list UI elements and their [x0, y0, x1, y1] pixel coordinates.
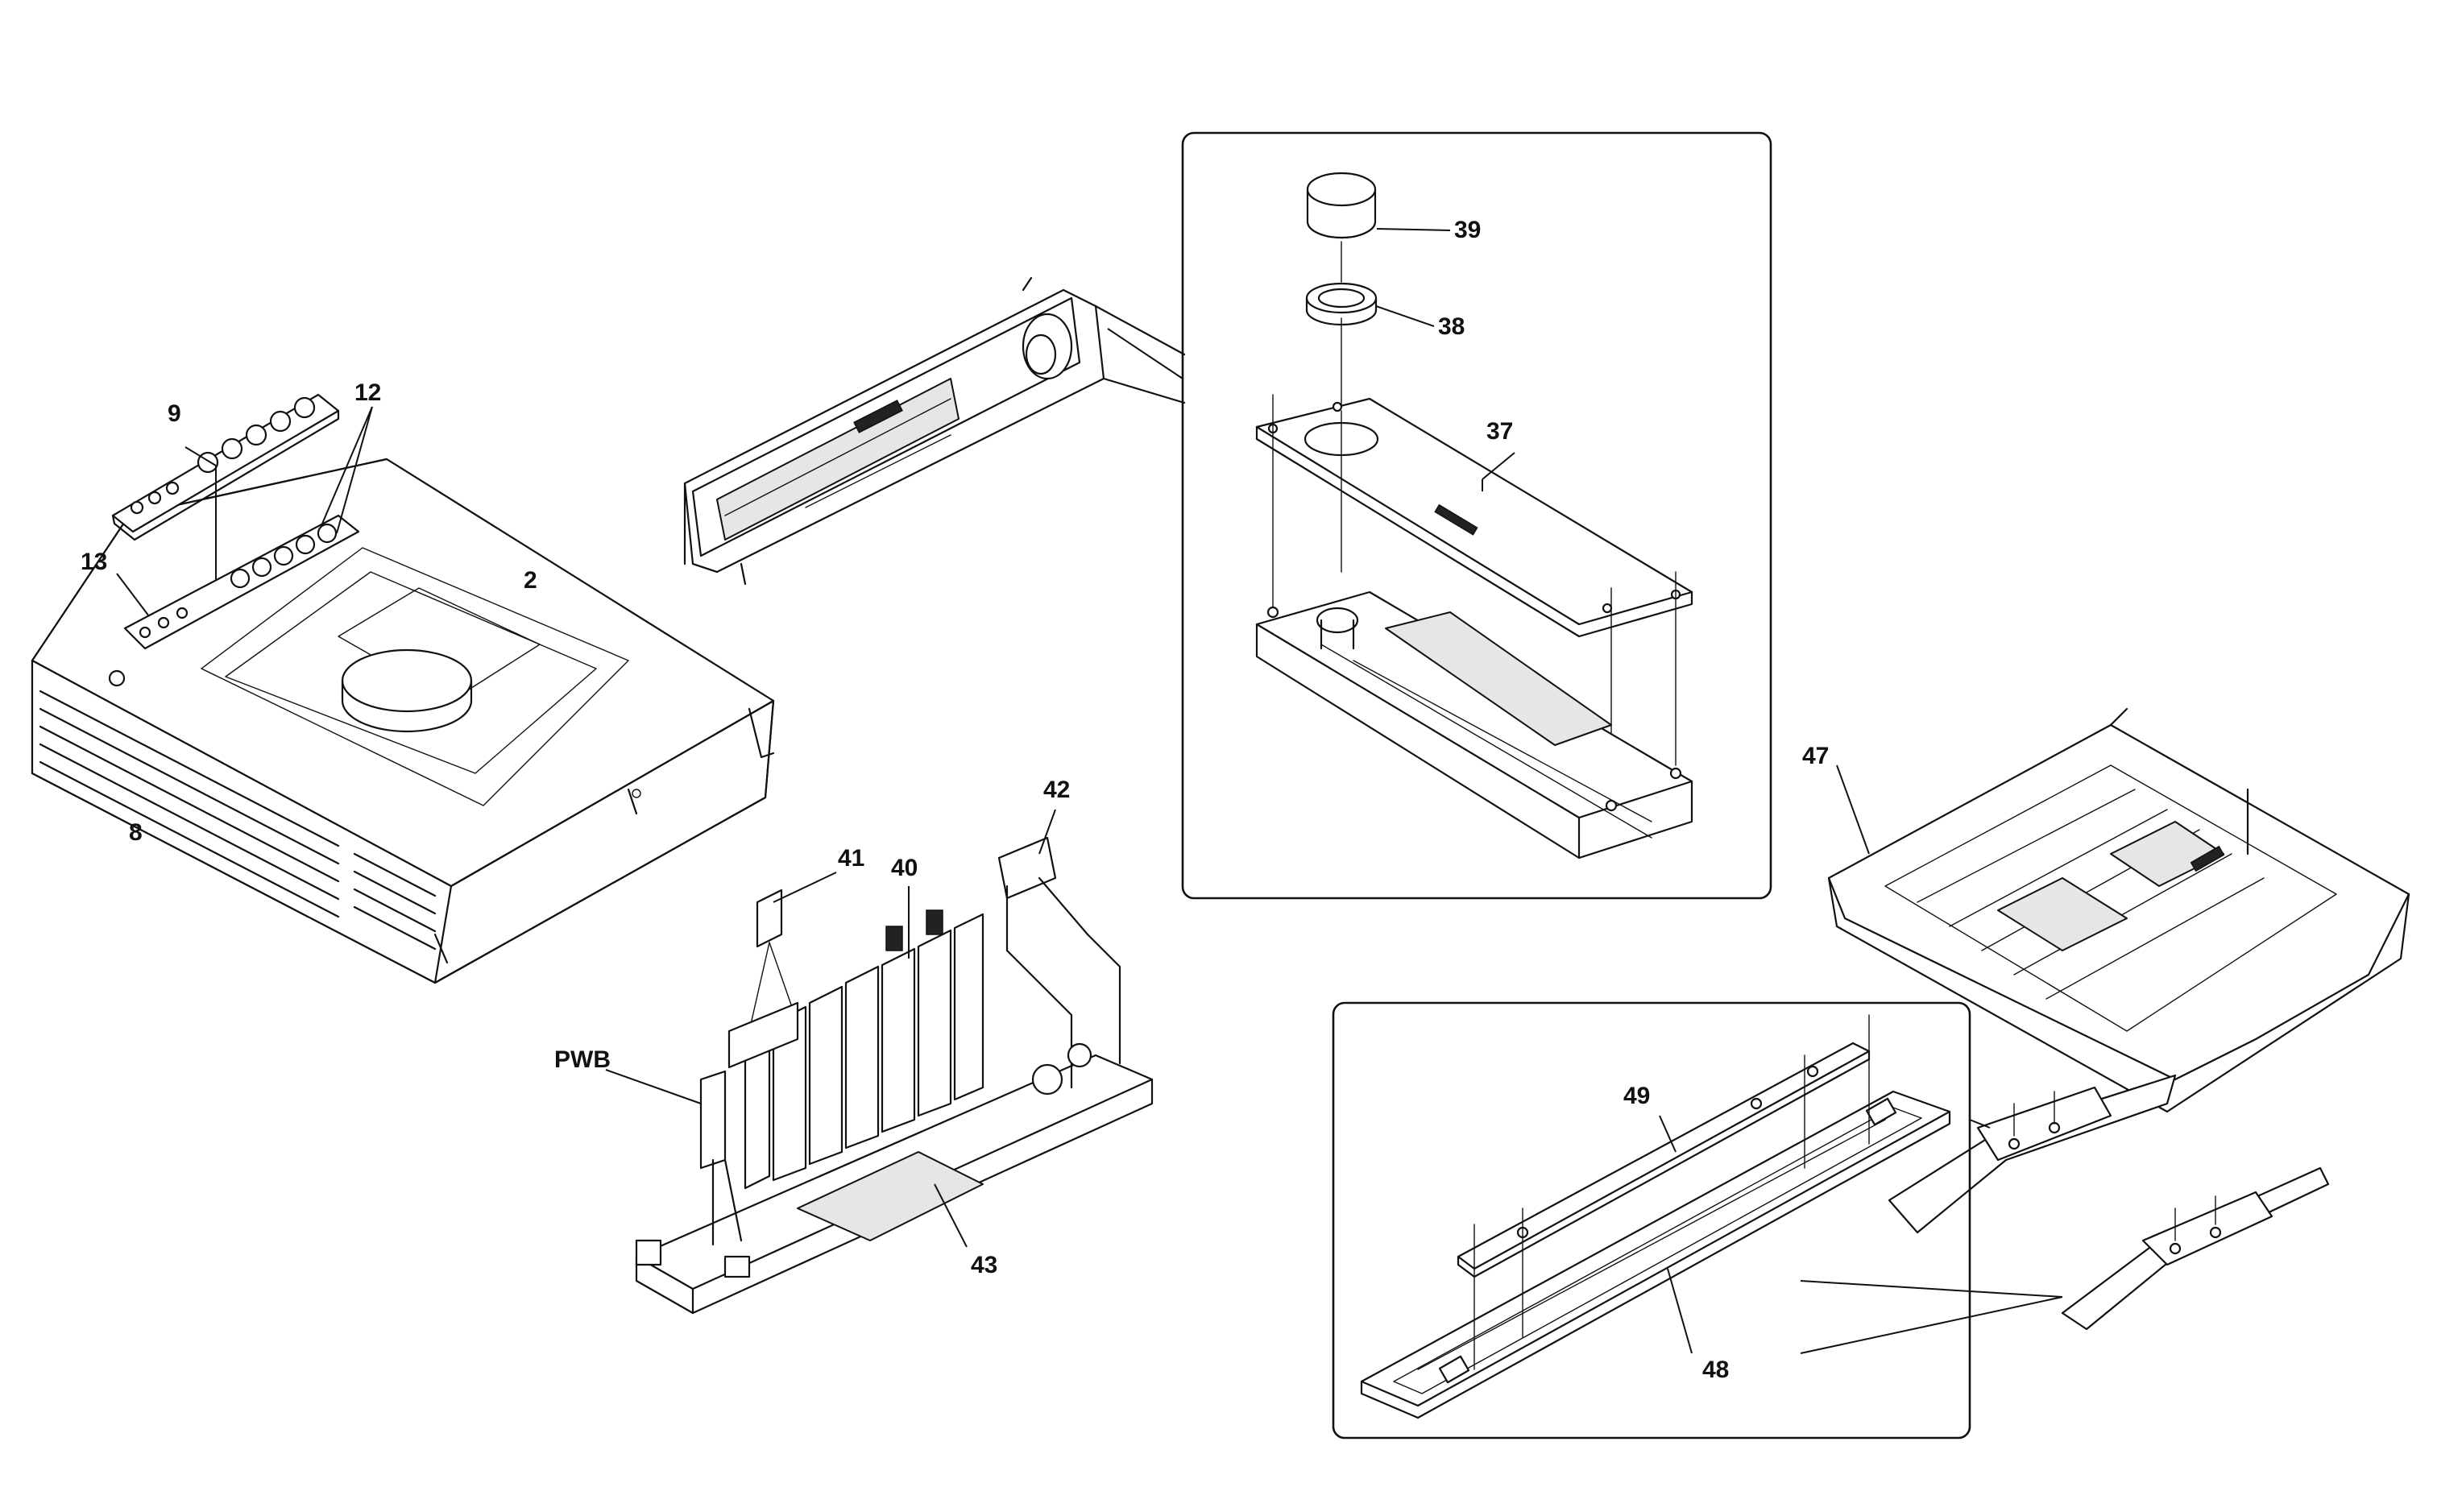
callout-37: 37 — [1486, 418, 1513, 445]
callout-47: 47 — [1802, 743, 1829, 769]
callout-48: 48 — [1702, 1357, 1729, 1383]
side-frame-upper — [1888, 1074, 2177, 1234]
leader-lines — [116, 228, 2063, 1354]
callout-2: 2 — [524, 567, 537, 594]
callout-labels: 2 8 9 12 13 39 38 37 41 40 42 43 PWB 47 … — [81, 217, 1829, 1383]
callout-49: 49 — [1623, 1083, 1650, 1109]
knob-part — [1306, 172, 1377, 239]
callout-42: 42 — [1043, 777, 1070, 803]
front-panel-assembly — [683, 276, 1186, 586]
callout-38: 38 — [1438, 313, 1465, 340]
panel-plate-part — [1255, 397, 1693, 638]
callout-9: 9 — [168, 400, 181, 427]
inset-panel-bottom — [1332, 1001, 1971, 1440]
top-cabinet — [31, 458, 775, 984]
callout-8: 8 — [129, 819, 143, 846]
callout-41: 41 — [838, 845, 864, 872]
connector-part-42 — [997, 836, 1121, 1089]
side-frame-lower — [2061, 1166, 2330, 1331]
disc-clamper — [341, 648, 473, 713]
cabinet-vents — [39, 690, 437, 951]
callout-43: 43 — [971, 1252, 997, 1278]
button-strip-part — [111, 393, 340, 541]
pwb-bracket — [635, 1070, 751, 1278]
pwb-vertical-boards — [744, 909, 984, 1190]
callout-12: 12 — [354, 379, 381, 406]
bottom-chassis — [1827, 707, 2410, 1113]
knob-ring-part — [1305, 282, 1378, 326]
panel-chassis — [1255, 590, 1693, 860]
callout-40: 40 — [891, 855, 918, 881]
pwb-assembly — [635, 836, 1154, 1315]
rail-part-48 — [1360, 1090, 1951, 1419]
connector-part-41 — [727, 889, 799, 1069]
callout-39: 39 — [1454, 217, 1481, 243]
inset-panel-top — [1181, 131, 1772, 900]
callout-13: 13 — [81, 549, 107, 575]
callout-pwb: PWB — [554, 1046, 611, 1073]
